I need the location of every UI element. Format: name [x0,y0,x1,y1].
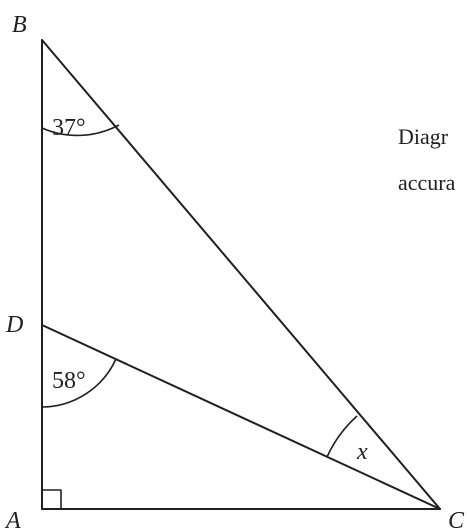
label-d: D [5,312,23,338]
diagram-note-line2: accura [398,170,456,195]
right-angle-marker [41,489,62,510]
diagram-note-line1: Diagr [398,124,449,149]
segment-dc [41,324,441,510]
label-a: A [4,508,21,528]
angle-label-b: 37° [52,115,86,141]
angle-label-c: x [356,439,368,465]
angle-label-d: 58° [52,368,86,394]
angle-arc-d [41,358,117,408]
label-c: C [448,508,465,528]
angle-arc-c [326,415,358,458]
side-bc [41,39,441,510]
label-b: B [12,12,27,38]
angle-arc-b [41,124,120,137]
